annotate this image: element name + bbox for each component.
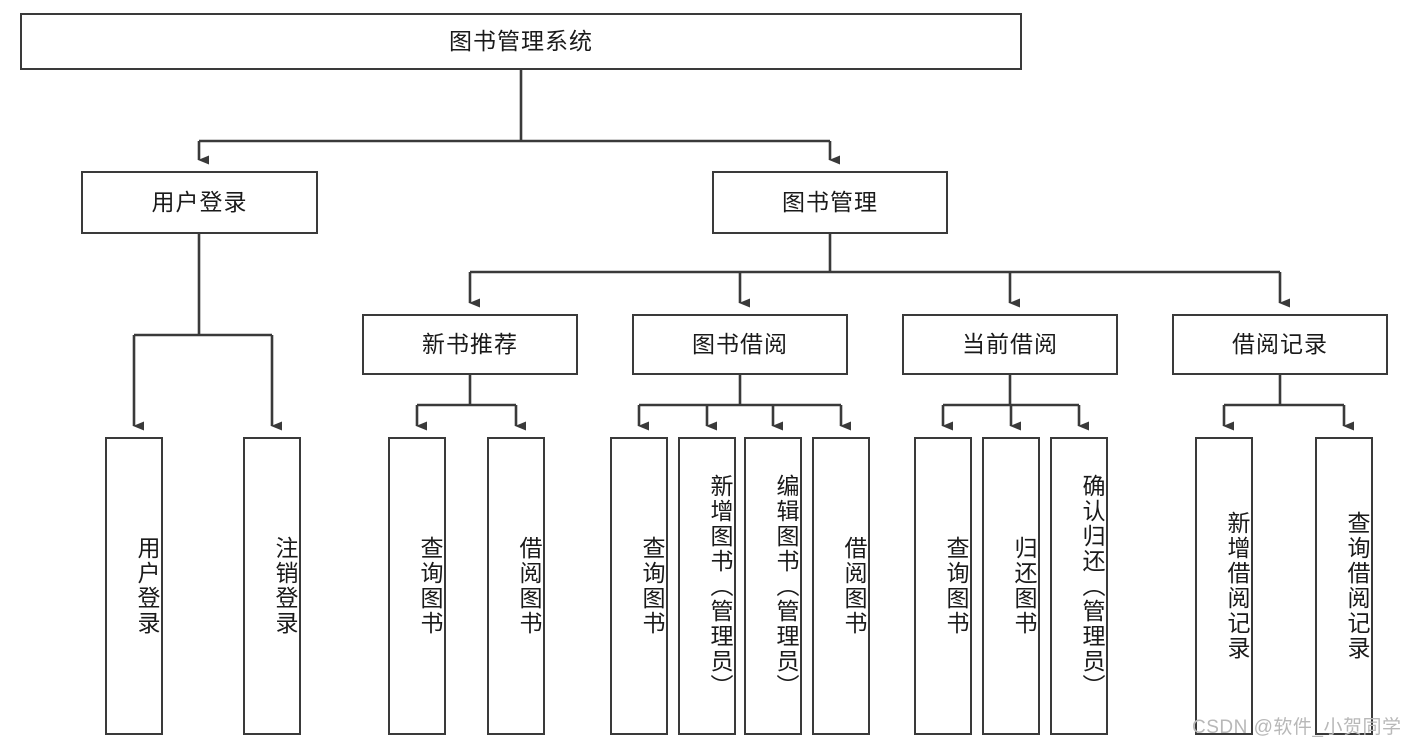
edges-new-book-recommend-to-leaves	[415, 375, 526, 431]
edges-book-management-to-level3	[468, 234, 1290, 308]
node-leaf-query-borrow-record[interactable]: 查询借阅记录	[1315, 437, 1373, 735]
node-book-borrow[interactable]: 图书借阅	[632, 314, 848, 375]
node-leaf-logout-label: 注销登录	[272, 536, 298, 636]
node-leaf-confirm-return-admin[interactable]: 确认归还（管理员）	[1050, 437, 1108, 735]
node-leaf-edit-book-admin[interactable]: 编辑图书（管理员）	[744, 437, 802, 735]
node-leaf-query-book-rec[interactable]: 查询图书	[388, 437, 446, 735]
node-leaf-add-borrow-record-label: 新增借阅记录	[1224, 511, 1250, 661]
node-leaf-borrow-book-rec-label: 借阅图书	[516, 536, 542, 636]
node-leaf-borrow-book[interactable]: 借阅图书	[812, 437, 870, 735]
node-leaf-borrow-book-rec[interactable]: 借阅图书	[487, 437, 545, 735]
node-leaf-user-login-label: 用户登录	[134, 536, 160, 636]
node-current-borrow-label: 当前借阅	[962, 330, 1058, 357]
node-leaf-user-login[interactable]: 用户登录	[105, 437, 163, 735]
node-borrow-record[interactable]: 借阅记录	[1172, 314, 1388, 375]
node-user-login-label: 用户登录	[151, 188, 248, 215]
watermark: CSDN @软件_小贺同学	[1192, 717, 1402, 738]
node-new-book-recommend-label: 新书推荐	[422, 330, 518, 357]
edges-book-borrow-to-leaves	[637, 375, 851, 431]
node-root[interactable]: 图书管理系统	[20, 13, 1022, 70]
node-leaf-logout[interactable]: 注销登录	[243, 437, 301, 735]
node-leaf-edit-book-admin-label: 编辑图书（管理员）	[773, 473, 799, 699]
node-leaf-query-book-current-label: 查询图书	[943, 536, 969, 636]
node-leaf-add-book-admin[interactable]: 新增图书（管理员）	[678, 437, 736, 735]
node-leaf-add-book-admin-label: 新增图书（管理员）	[707, 473, 733, 699]
node-current-borrow[interactable]: 当前借阅	[902, 314, 1118, 375]
node-borrow-record-label: 借阅记录	[1232, 330, 1328, 357]
node-leaf-query-book-current[interactable]: 查询图书	[914, 437, 972, 735]
edges-root-to-level2	[197, 70, 840, 165]
edges-current-borrow-to-leaves	[941, 375, 1089, 431]
edges-user-login-to-leaves	[132, 234, 282, 431]
node-leaf-query-book-borrow-label: 查询图书	[639, 536, 665, 636]
node-leaf-return-book-label: 归还图书	[1011, 536, 1037, 636]
node-leaf-return-book[interactable]: 归还图书	[982, 437, 1040, 735]
node-book-management-label: 图书管理	[782, 188, 878, 215]
edges-borrow-record-to-leaves	[1222, 375, 1354, 431]
node-leaf-query-borrow-record-label: 查询借阅记录	[1344, 511, 1370, 661]
node-new-book-recommend[interactable]: 新书推荐	[362, 314, 578, 375]
node-leaf-query-book-borrow[interactable]: 查询图书	[610, 437, 668, 735]
node-root-label: 图书管理系统	[449, 27, 593, 54]
node-user-login[interactable]: 用户登录	[81, 171, 318, 234]
node-leaf-confirm-return-admin-label: 确认归还（管理员）	[1079, 473, 1105, 699]
node-book-management[interactable]: 图书管理	[712, 171, 948, 234]
node-leaf-borrow-book-label: 借阅图书	[841, 536, 867, 636]
node-leaf-query-book-rec-label: 查询图书	[417, 536, 443, 636]
node-book-borrow-label: 图书借阅	[692, 330, 788, 357]
node-leaf-add-borrow-record[interactable]: 新增借阅记录	[1195, 437, 1253, 735]
